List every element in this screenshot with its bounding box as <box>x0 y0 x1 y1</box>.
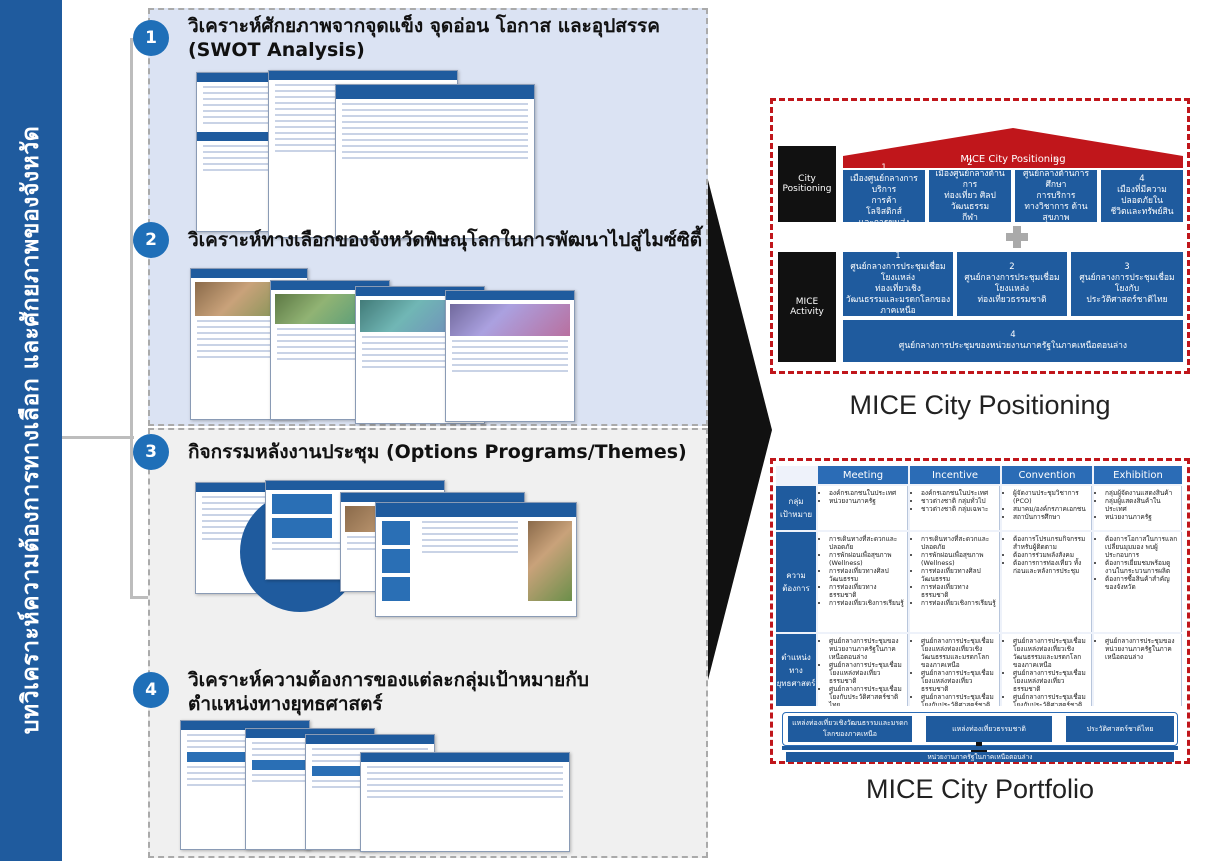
portfolio-cell: ศูนย์กลางการประชุมของหน่วยงานภาครัฐในภาค… <box>1094 634 1182 706</box>
portfolio-cell: ศูนย์กลางการประชุมของหน่วยงานภาครัฐในภาค… <box>818 634 908 706</box>
portfolio-cell: กลุ่มผู้จัดงานแสดงสินค้ากลุ่มผู้แสดงสินค… <box>1094 486 1182 530</box>
city-positioning-label: City Positioning <box>778 146 836 222</box>
portfolio-cell-item: ต้องการเยี่ยมชมพร้อมดูงานในกระบวนการผลิต <box>1105 559 1178 575</box>
step-number-1: 1 <box>133 20 169 56</box>
vertical-banner: บทวิเคราะห์ความต้องการทางเลือก และศักยภา… <box>0 0 62 861</box>
portfolio-header-convention: Convention <box>1002 466 1092 484</box>
portfolio-cell: ต้องการโอกาสในการแลกเปลี่ยนมุมมอง พบผู้ป… <box>1094 532 1182 632</box>
portfolio-cell-item: การท่องเที่ยวทางธรรมชาติ <box>829 583 904 599</box>
portfolio-cell-item: การท่องเที่ยวเชิงการเรียนรู้ <box>829 599 904 607</box>
portfolio-cell-item: ศูนย์กลางการประชุมเชื่อมโยงแหล่งท่องเที่… <box>921 669 996 693</box>
portfolio-header-exhibition: Exhibition <box>1094 466 1182 484</box>
portfolio-cell-item: หน่วยงานภาครัฐ <box>1105 513 1178 521</box>
positioning-caption: MICE City Positioning <box>849 390 1111 420</box>
portfolio-cell-item: ชาวต่างชาติ กลุ่มทั่วไป <box>921 497 996 505</box>
step-4-line-2: ตำแหน่งทางยุทธศาสตร์ <box>188 693 383 715</box>
portfolio-cell-item: การท่องเที่ยวทางธรรมชาติ <box>921 583 996 599</box>
portfolio-cell-item: ศูนย์กลางการประชุมของหน่วยงานภาครัฐในภาค… <box>1105 637 1178 661</box>
needs-thumbnail-4 <box>360 752 570 852</box>
row-label-needs: ความ ต้องการ <box>776 532 816 632</box>
row-label-strategy: ตำแหน่งทาง ยุทธศาสตร์ <box>776 634 816 706</box>
band-nature: แหล่งท่องเที่ยวธรรมชาติ <box>926 716 1052 742</box>
mice-activity-3: 3 ศูนย์กลางการประชุมเชื่อมโยงกับ ประวัติ… <box>1071 252 1183 316</box>
portfolio-cell: องค์กรเอกชนในประเทศชาวต่างชาติ กลุ่มทั่ว… <box>910 486 1000 530</box>
portfolio-cell-item: การพักผ่อนเพื่อสุขภาพ (Wellness) <box>921 551 996 567</box>
swot-thumbnail-3 <box>335 84 535 239</box>
portfolio-cell-item: ศูนย์กลางการประชุมของหน่วยงานภาครัฐในภาค… <box>829 637 904 661</box>
mice-activity-label: MICE Activity <box>778 252 836 362</box>
portfolio-cell-item: กลุ่มผู้จัดงานแสดงสินค้า <box>1105 489 1178 497</box>
band-history: ประวัติศาสตร์ชาติไทย <box>1066 716 1174 742</box>
portfolio-cell-item: การท่องเที่ยวเชิงการเรียนรู้ <box>921 599 996 607</box>
portfolio-cell-item: ผู้จัดงานประชุมวิชาการ (PCO) <box>1013 489 1088 505</box>
row-label-target: กลุ่ม เป้าหมาย <box>776 486 816 530</box>
portfolio-cell-item: ต้องการโปรแกรมกิจกรรมสำหรับผู้ติดตาม <box>1013 535 1088 551</box>
mice-activity-4: 4 ศูนย์กลางการประชุมของหน่วยงานภาครัฐในภ… <box>843 320 1183 362</box>
portfolio-cell: ผู้จัดงานประชุมวิชาการ (PCO)สมาคม/องค์กร… <box>1002 486 1092 530</box>
portfolio-cell: ศูนย์กลางการประชุมเชื่อมโยงแหล่งท่องเที่… <box>910 634 1000 706</box>
step-title-1: วิเคราะห์ศักยภาพจากจุดแข็ง จุดอ่อน โอกาส… <box>188 14 703 62</box>
portfolio-bottom-bar: หน่วยงานภาครัฐในภาคเหนือตอนล่าง <box>786 752 1174 762</box>
step-1-line-1: วิเคราะห์ศักยภาพจากจุดแข็ง จุดอ่อน โอกาส… <box>188 15 660 37</box>
portfolio-cell: การเดินทางที่สะดวกและปลอดภัยการพักผ่อนเพ… <box>818 532 908 632</box>
step-title-4: วิเคราะห์ความต้องการของแต่ละกลุ่มเป้าหมา… <box>188 668 703 716</box>
portfolio-cell-item: การพักผ่อนเพื่อสุขภาพ (Wellness) <box>829 551 904 567</box>
portfolio-cell-item: ศูนย์กลางการประชุมเชื่อมโยงกับประวัติศาส… <box>921 693 996 706</box>
city-positioning-4: 4 เมืองที่มีความปลอดภัยใน ชีวิตและทรัพย์… <box>1101 170 1183 222</box>
portfolio-cell-item: กลุ่มผู้แสดงสินค้าในประเทศ <box>1105 497 1178 513</box>
portfolio-cell: ต้องการโปรแกรมกิจกรรมสำหรับผู้ติดตามต้อง… <box>1002 532 1092 632</box>
portfolio-cell-item: ศูนย์กลางการประชุมเชื่อมโยงแหล่งท่องเที่… <box>829 661 904 685</box>
mice-activity-2: 2 ศูนย์กลางการประชุมเชื่อมโยงแหล่ง ท่องเ… <box>957 252 1067 316</box>
portfolio-header-meeting: Meeting <box>818 466 908 484</box>
step-number-4: 4 <box>133 672 169 708</box>
portfolio-cell-item: ต้องการโอกาสในการแลกเปลี่ยนมุมมอง พบผู้ป… <box>1105 535 1178 559</box>
banner-text: บทวิเคราะห์ความต้องการทางเลือก และศักยภา… <box>18 125 44 735</box>
portfolio-cell-item: องค์กรเอกชนในประเทศ <box>829 489 904 497</box>
portfolio-cell-item: ศูนย์กลางการประชุมเชื่อมโยงกับประวัติศาส… <box>1013 693 1088 706</box>
portfolio-cell-item: องค์กรเอกชนในประเทศ <box>921 489 996 497</box>
positioning-roof <box>843 128 1183 168</box>
step-title-3: กิจกรรมหลังงานประชุม (Options Programs/T… <box>188 441 687 463</box>
portfolio-cell-item: ศูนย์กลางการประชุมเชื่อมโยงแหล่งท่องเที่… <box>1013 669 1088 693</box>
city-positioning-1: 1 เมืองศูนย์กลางการบริการ การค้า โลจิสติ… <box>843 163 925 228</box>
positioning-header: MICE City Positioning <box>960 154 1066 165</box>
connector-vertical <box>130 38 133 598</box>
step-title-2: วิเคราะห์ทางเลือกของจังหวัดพิษณุโลกในการ… <box>188 229 703 251</box>
band-culture: แหล่งท่องเที่ยวเชิงวัฒนธรรมและมรดกโลกของ… <box>788 716 912 742</box>
portfolio-cell-item: การท่องเที่ยวทางศิลปวัฒนธรรม <box>829 567 904 583</box>
portfolio-cell-item: การเดินทางที่สะดวกและปลอดภัย <box>829 535 904 551</box>
portfolio-cell-item: ศูนย์กลางการประชุมเชื่อมโยงกับประวัติศาส… <box>829 685 904 706</box>
portfolio-cell-item: ต้องการการท่องเที่ยว ทั้งก่อนและหลังการป… <box>1013 559 1088 575</box>
option-thumbnail-4 <box>445 290 575 422</box>
portfolio-cell-item: การท่องเที่ยวทางศิลปวัฒนธรรม <box>921 567 996 583</box>
portfolio-cell: การเดินทางที่สะดวกและปลอดภัยการพักผ่อนเพ… <box>910 532 1000 632</box>
program-thumbnail-4 <box>375 502 577 617</box>
portfolio-cell: ศูนย์กลางการประชุมเชื่อมโยงแหล่งท่องเที่… <box>1002 634 1092 706</box>
step-number-3: 3 <box>133 434 169 470</box>
portfolio-cell-item: สมาคม/องค์กรภาคเอกชน <box>1013 505 1088 513</box>
portfolio-cell-item: สถาบันการศึกษา <box>1013 513 1088 521</box>
step-4-line-1: วิเคราะห์ความต้องการของแต่ละกลุ่มเป้าหมา… <box>188 669 589 691</box>
portfolio-cell-item: การเดินทางที่สะดวกและปลอดภัย <box>921 535 996 551</box>
portfolio-cell-item: ศูนย์กลางการประชุมเชื่อมโยงแหล่งท่องเที่… <box>921 637 996 669</box>
portfolio-cell-item: หน่วยงานภาครัฐ <box>829 497 904 505</box>
portfolio-cell-item: ศูนย์กลางการประชุมเชื่อมโยงแหล่งท่องเที่… <box>1013 637 1088 669</box>
portfolio-caption: MICE City Portfolio <box>865 774 1095 804</box>
connector-4 <box>130 596 148 599</box>
step-1-line-2: (SWOT Analysis) <box>188 39 365 61</box>
portfolio-cell-item: ต้องการร่วมพลังสังคม <box>1013 551 1088 559</box>
portfolio-cell-item: ชาวต่างชาติ กลุ่มเฉพาะ <box>921 505 996 513</box>
city-positioning-3: 3 ศูนย์กลางด้านการศึกษา การบริการ ทางวิช… <box>1015 158 1097 234</box>
city-positioning-2: 2 เมืองศูนย์กลางด้านการ ท่องเที่ยว ศิลปว… <box>929 158 1011 234</box>
transition-arrow <box>708 180 772 680</box>
portfolio-cell-item: ต้องการซื้อสินค้าสำคัญของจังหวัด <box>1105 575 1178 591</box>
plus-black-icon <box>971 742 987 758</box>
portfolio-cell: องค์กรเอกชนในประเทศหน่วยงานภาครัฐ <box>818 486 908 530</box>
connector-main <box>62 436 134 439</box>
mice-activity-1: 1 ศูนย์กลางการประชุมเชื่อมโยงแหล่ง ท่องเ… <box>843 251 953 316</box>
plus-icon <box>1006 226 1028 248</box>
portfolio-header-incentive: Incentive <box>910 466 1000 484</box>
step-number-2: 2 <box>133 222 169 258</box>
